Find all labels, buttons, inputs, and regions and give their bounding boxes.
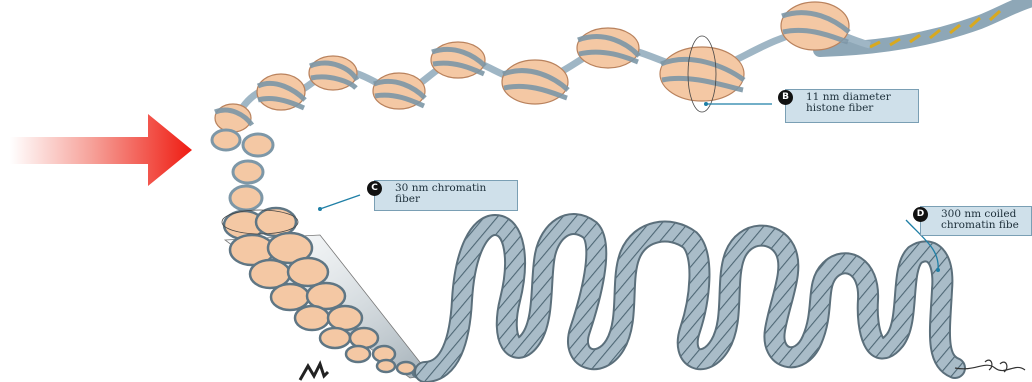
- callout-b-line2: histone fiber: [806, 103, 914, 114]
- nucleosome-beads: [215, 2, 849, 132]
- callout-300nm-coiled-fiber: D 300 nm coiled chromatin fibe: [920, 206, 1032, 236]
- label-d-icon: D: [913, 207, 928, 222]
- callout-30nm-chromatin-fiber: C 30 nm chromatin fiber: [374, 180, 518, 211]
- callout-c-line2: fiber: [395, 194, 513, 205]
- callout-d-line2: chromatin fibe: [941, 220, 1027, 231]
- red-gradient-arrow-icon: [10, 114, 192, 186]
- label-b-icon: B: [778, 90, 793, 105]
- descending-nucleosomes: [212, 130, 273, 210]
- callout-11nm-histone-fiber: B 11 nm diameter histone fiber: [785, 89, 919, 123]
- label-c-icon: C: [367, 181, 382, 196]
- condensed-knot: [300, 364, 328, 380]
